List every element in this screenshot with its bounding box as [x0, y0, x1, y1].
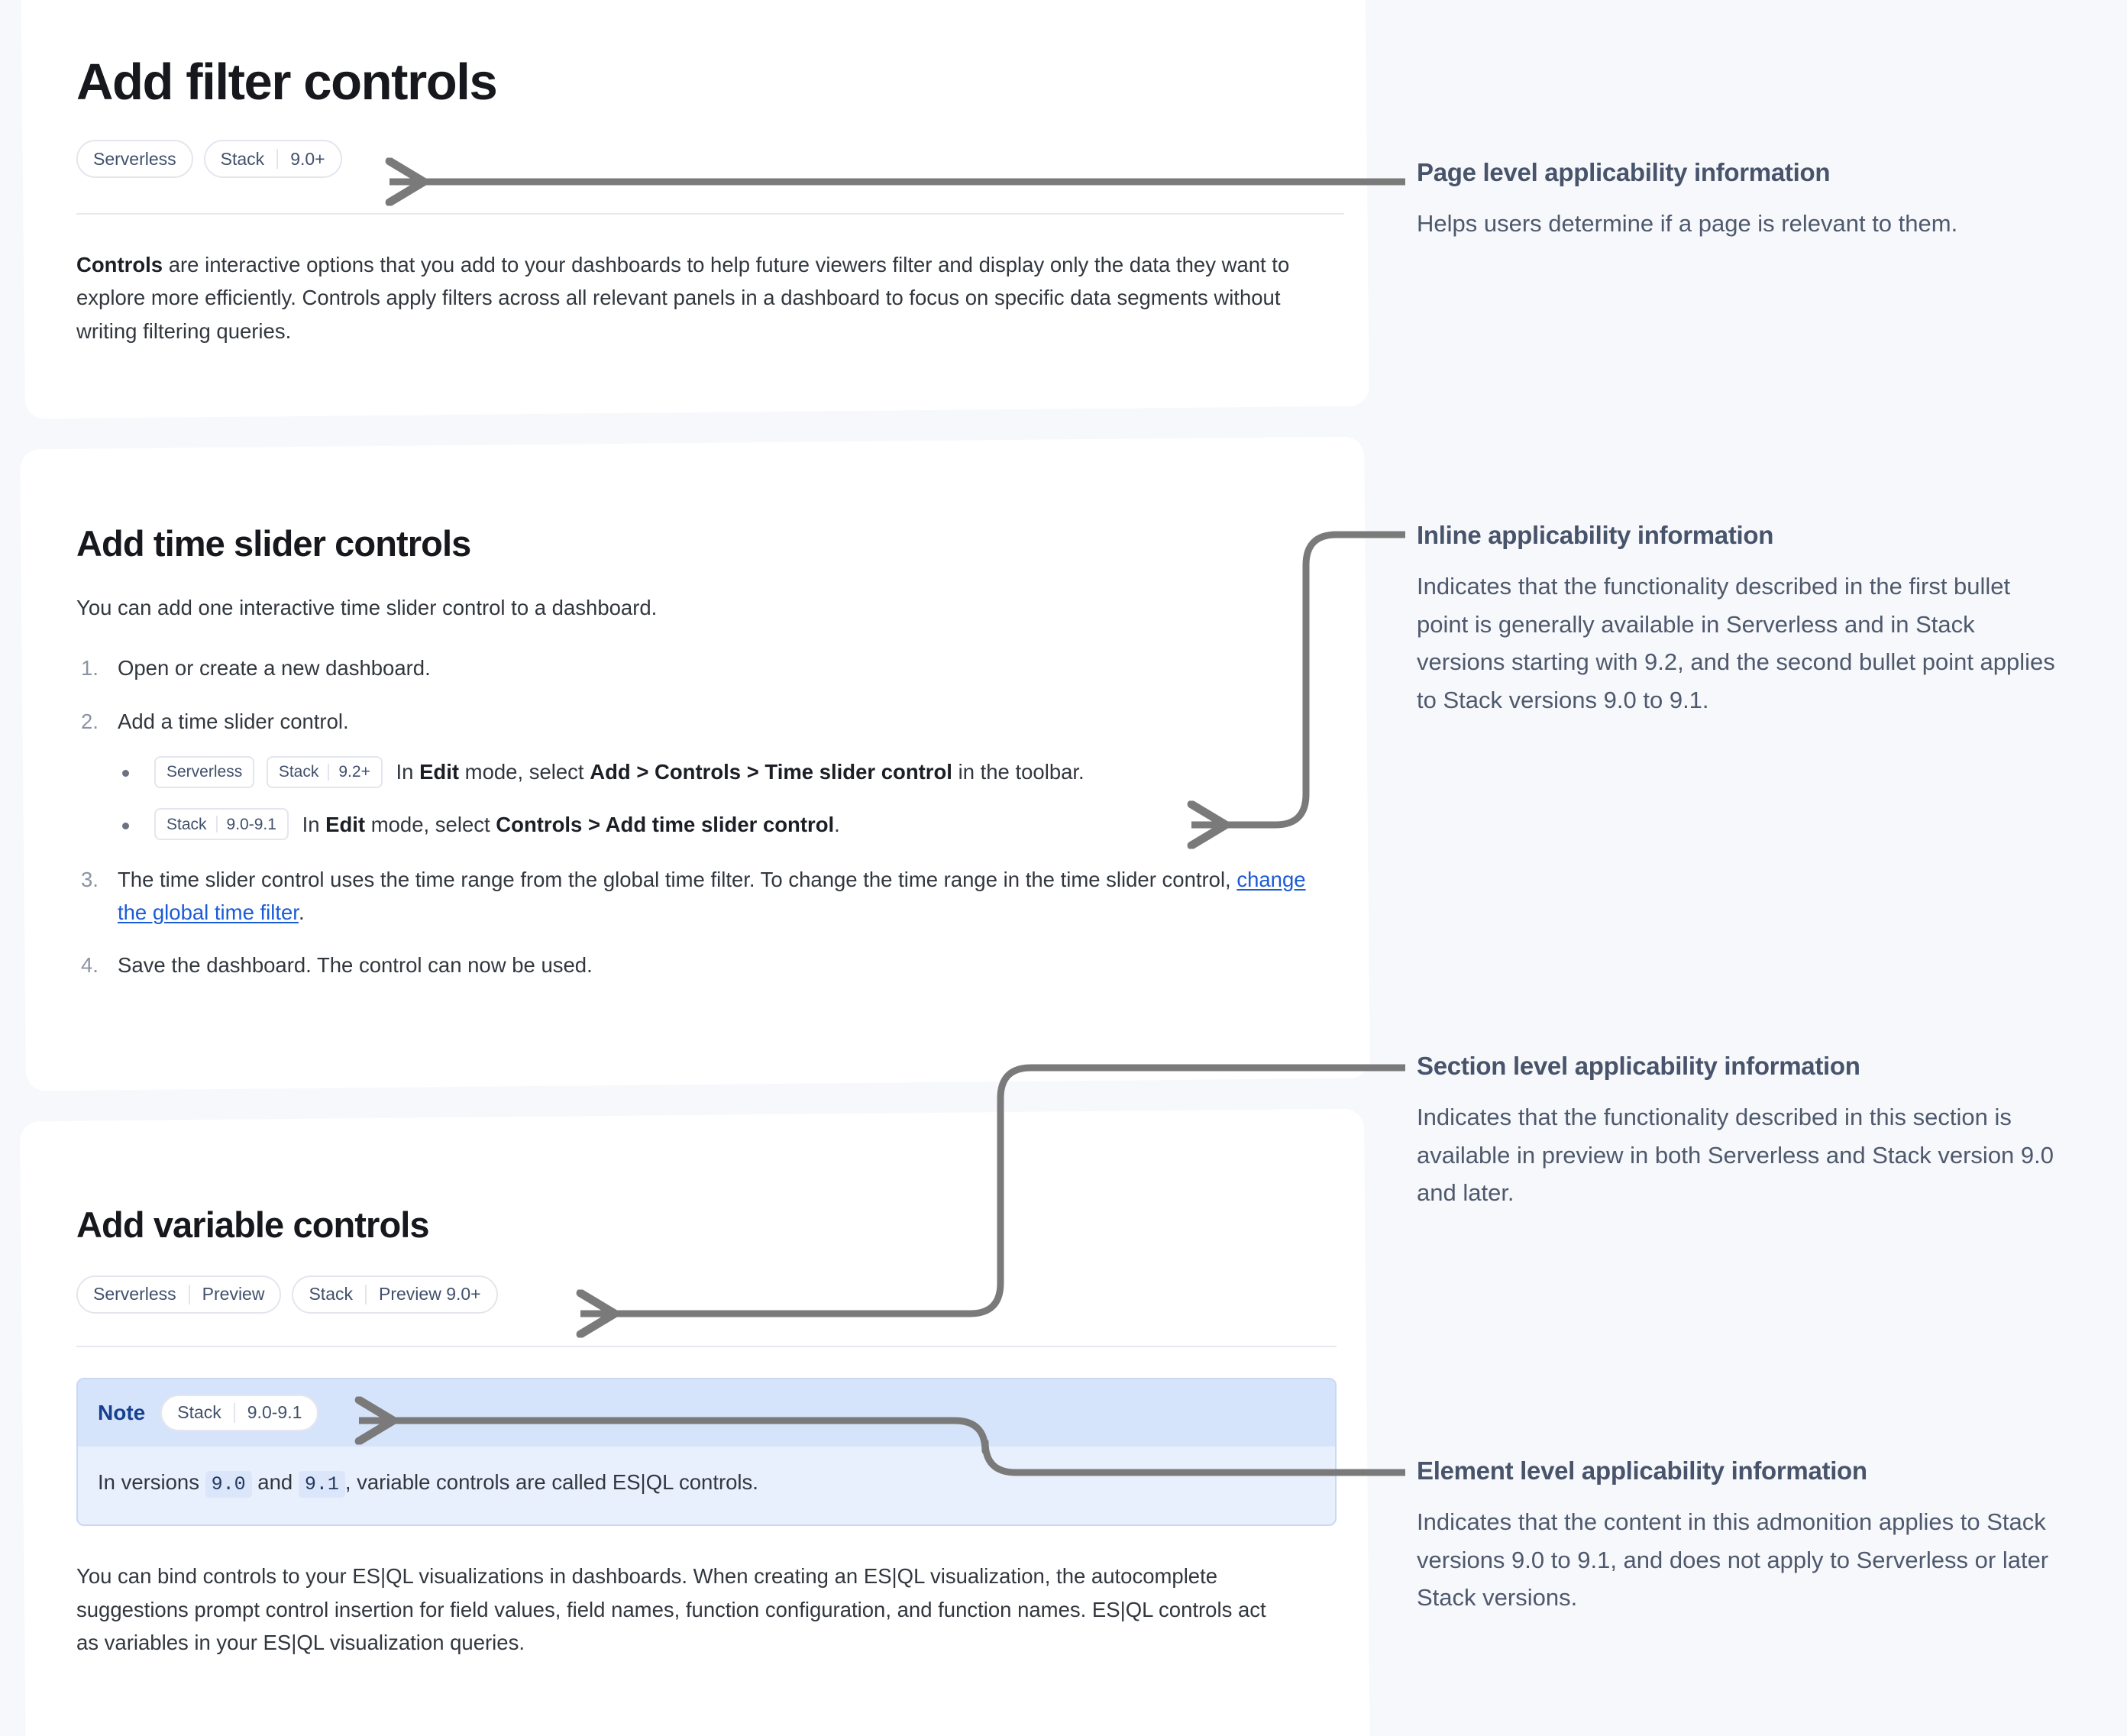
section-divider — [76, 1345, 1337, 1347]
code-version-91: 9.1 — [298, 1470, 345, 1498]
text-run-bold: Add > Controls > Time slider control — [590, 760, 952, 784]
badge-divider — [276, 149, 279, 170]
inline-badge-stack[interactable]: Stack 9.2+ — [266, 755, 383, 788]
step-text: Add a time slider control. — [118, 709, 349, 733]
note-header: Note Stack 9.0-9.1 — [78, 1379, 1335, 1447]
variable-controls-paragraph: You can bind controls to your ES|QL visu… — [76, 1564, 1266, 1655]
badge-divider — [365, 1284, 367, 1304]
text-run: in the toolbar. — [952, 760, 1085, 784]
badge-product-label: Serverless — [93, 148, 176, 169]
badge-product-label: Stack — [177, 1402, 221, 1423]
code-version-90: 9.0 — [205, 1470, 252, 1498]
badge-product-label: Stack — [220, 148, 265, 169]
note-body: In versions 9.0 and 9.1, variable contro… — [78, 1447, 1335, 1525]
step-item: Save the dashboard. The control can now … — [76, 949, 1337, 982]
badge-version-label: 9.0-9.1 — [226, 815, 276, 833]
text-run-bold: Edit — [325, 812, 366, 836]
badge-product-label: Serverless — [93, 1284, 176, 1304]
header-divider — [76, 213, 1344, 215]
note-label: Note — [98, 1400, 146, 1424]
badge-divider — [215, 816, 218, 833]
annotation-title: Page level applicability information — [1417, 158, 1831, 186]
badge-divider — [233, 1402, 235, 1423]
inline-badge-serverless[interactable]: Serverless — [154, 755, 255, 788]
annotation-title: Element level applicability information — [1417, 1456, 1867, 1485]
time-slider-steps: Open or create a new dashboard. Add a ti… — [76, 651, 1337, 982]
section-title-variable: Add variable controls — [76, 1204, 430, 1245]
step-text: Save the dashboard. The control can now … — [118, 953, 593, 978]
annotation-body: Indicates that the functionality describ… — [1417, 1104, 2054, 1207]
badge-version-label: Preview — [202, 1284, 265, 1304]
annotation-body: Indicates that the content in this admon… — [1417, 1508, 2049, 1612]
text-run-bold: Edit — [419, 760, 460, 784]
step-text: Open or create a new dashboard. — [118, 656, 431, 680]
intro-rest: are interactive options that you add to … — [76, 253, 1290, 343]
step-item: Add a time slider control. Serverless St… — [76, 705, 1337, 843]
annotation-inline: Inline applicability information Indicat… — [1417, 519, 2058, 719]
text-run: In — [396, 760, 420, 784]
section-variable-controls: Add variable controls Serverless Preview… — [76, 1205, 1337, 1660]
annotation-page-level: Page level applicability information Hel… — [1417, 157, 2058, 243]
note-text-run: In versions — [98, 1469, 205, 1494]
badge-version-label: Preview 9.0+ — [379, 1284, 481, 1304]
step-item: Open or create a new dashboard. — [76, 651, 1337, 685]
badge-divider — [188, 1284, 190, 1304]
step-text-tail: . — [298, 900, 305, 924]
text-run: . — [834, 812, 840, 836]
page-applicability-badges: Serverless Stack 9.0+ — [76, 140, 1337, 179]
annotation-body: Indicates that the functionality describ… — [1417, 573, 2055, 714]
badge-version-label: 9.2+ — [338, 763, 370, 781]
note-text-run: , variable controls are called ES|QL con… — [344, 1469, 758, 1494]
note-text-run: and — [251, 1469, 299, 1494]
sub-bullet-item: Serverless Stack 9.2+ In Edit mode, sele… — [118, 755, 1337, 790]
section-title-time-slider: Add time slider controls — [76, 523, 471, 564]
note-badge-stack[interactable]: Stack 9.0-9.1 — [160, 1394, 319, 1431]
annotation-body: Helps users determine if a page is relev… — [1417, 210, 1958, 238]
time-slider-intro: You can add one interactive time slider … — [76, 595, 658, 619]
badge-product-label: Stack — [166, 815, 207, 833]
note-admonition: Note Stack 9.0-9.1 In versions 9.0 and 9… — [76, 1377, 1337, 1527]
annotation-section-level: Section level applicability information … — [1417, 1050, 2058, 1212]
annotation-title: Section level applicability information — [1417, 1052, 1860, 1080]
global-time-filter-link[interactable]: change the global time filter — [118, 867, 1306, 924]
badge-serverless-preview[interactable]: Serverless Preview — [76, 1275, 282, 1314]
page-title: Add filter controls — [76, 53, 498, 111]
section-applicability-badges: Serverless Preview Stack Preview 9.0+ — [76, 1275, 1337, 1314]
badge-version-label: 9.0-9.1 — [247, 1402, 302, 1423]
badge-product-label: Serverless — [166, 763, 243, 781]
sub-bullet-list: Serverless Stack 9.2+ In Edit mode, sele… — [118, 755, 1337, 843]
badge-product-label: Stack — [309, 1284, 353, 1304]
sub-bullet-text: In Edit mode, select Add > Controls > Ti… — [396, 760, 1084, 784]
intro-lead-term: Controls — [76, 253, 163, 277]
step-item: The time slider control uses the time ra… — [76, 863, 1329, 929]
text-run: mode, select — [365, 812, 496, 836]
sub-bullet-item: Stack 9.0-9.1 In Edit mode, select Contr… — [118, 807, 1337, 843]
text-run-bold: Controls > Add time slider control — [496, 812, 835, 836]
badge-version-label: 9.0+ — [290, 148, 325, 169]
sub-bullet-text: In Edit mode, select Controls > Add time… — [302, 813, 840, 836]
badge-divider — [328, 763, 330, 781]
intro-paragraph: Controls are interactive options that yo… — [76, 248, 1314, 348]
section-time-slider: Add time slider controls You can add one… — [76, 524, 1337, 1002]
badge-stack-preview[interactable]: Stack Preview 9.0+ — [292, 1275, 498, 1314]
annotation-title: Inline applicability information — [1417, 521, 1774, 549]
step-text: The time slider control uses the time ra… — [118, 867, 1237, 891]
annotation-element-level: Element level applicability information … — [1417, 1455, 2058, 1617]
text-run: In — [302, 812, 326, 836]
badge-product-label: Stack — [278, 763, 319, 781]
badge-serverless[interactable]: Serverless — [76, 140, 193, 179]
text-run: mode, select — [459, 760, 590, 784]
page-header-block: Add filter controls Serverless Stack 9.0… — [76, 53, 1344, 348]
badge-stack[interactable]: Stack 9.0+ — [203, 140, 342, 179]
inline-badge-stack[interactable]: Stack 9.0-9.1 — [154, 808, 289, 841]
